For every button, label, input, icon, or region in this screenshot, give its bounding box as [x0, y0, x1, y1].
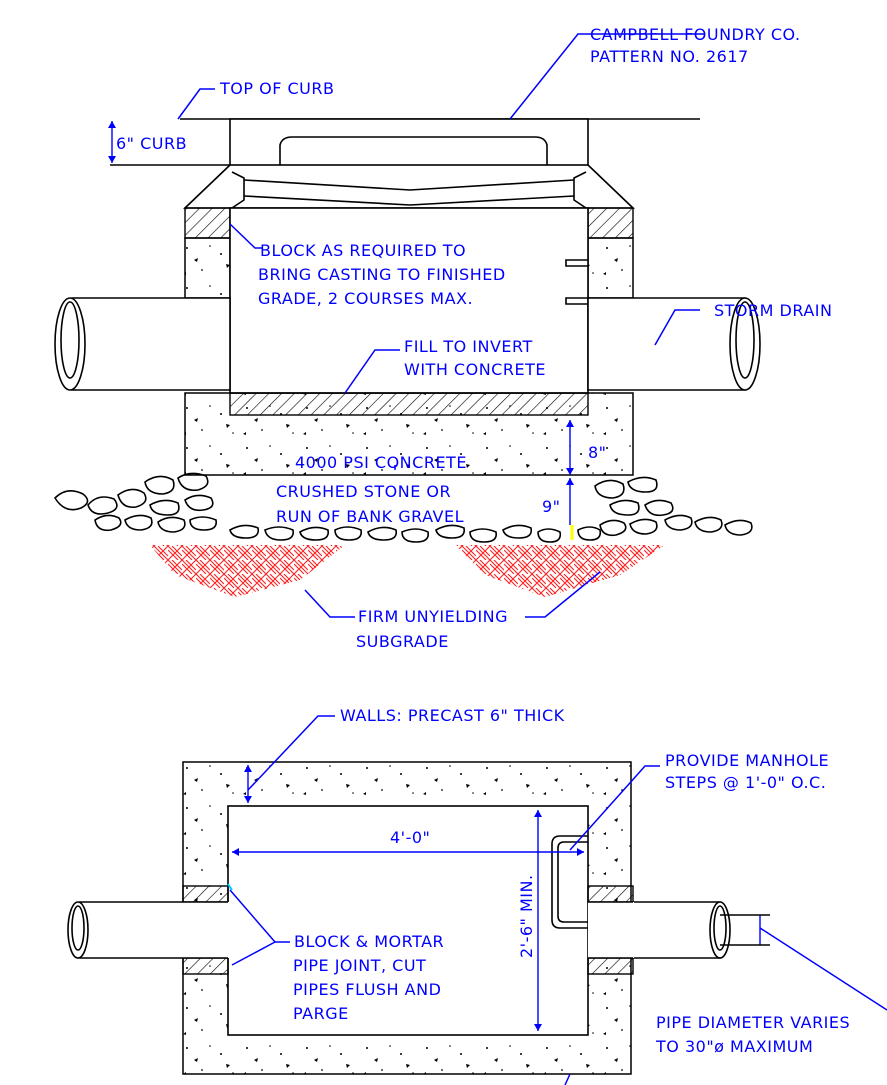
- block-label-line3: GRADE, 2 COURSES MAX.: [258, 289, 473, 308]
- width-label: 4'-0": [390, 828, 430, 847]
- block-label-line1: BLOCK AS REQUIRED TO: [260, 241, 466, 260]
- top-of-curb-label: TOP OF CURB: [219, 79, 334, 98]
- joint-label-line2: PIPE JOINT, CUT: [293, 956, 426, 975]
- section-view: [53, 33, 761, 618]
- subgrade-hatch: [150, 545, 665, 597]
- joint-label-line3: PIPES FLUSH AND: [293, 980, 441, 999]
- stone-label-line2: RUN OF BANK GRAVEL: [276, 507, 464, 526]
- stone-label-line1: CRUSHED STONE OR: [276, 482, 451, 501]
- pipe-label-line2: TO 30"ø MAXIMUM: [655, 1037, 813, 1056]
- plan-view: [67, 715, 887, 1085]
- concrete-label: 4000 PSI CONCRETE: [295, 453, 467, 472]
- joint-label-line1: BLOCK & MORTAR: [294, 932, 444, 951]
- subgrade-label-line2: SUBGRADE: [356, 632, 449, 651]
- pipe-label-line1: PIPE DIAMETER VARIES: [656, 1013, 850, 1032]
- fill-label-line1: FILL TO INVERT: [404, 337, 533, 356]
- dim-8-label: 8": [588, 443, 607, 462]
- steps-label-line2: STEPS @ 1'-0" O.C.: [665, 773, 826, 792]
- casting-label-line1: CAMPBELL FOUNDRY CO.: [590, 25, 801, 44]
- fill-label-line2: WITH CONCRETE: [404, 360, 546, 379]
- walls-label: WALLS: PRECAST 6" THICK: [340, 706, 565, 725]
- subgrade-label-line1: FIRM UNYIELDING: [358, 607, 508, 626]
- block-label-line2: BRING CASTING TO FINISHED: [258, 265, 506, 284]
- joint-label-line4: PARGE: [293, 1004, 349, 1023]
- dim-9-label: 9": [542, 497, 561, 516]
- labels: CAMPBELL FOUNDRY CO. PATTERN NO. 2617 TO…: [116, 25, 850, 1056]
- steps-label-line1: PROVIDE MANHOLE: [665, 751, 829, 770]
- curb-label: 6" CURB: [116, 134, 187, 153]
- storm-drain-label: STORM DRAIN: [714, 301, 832, 320]
- casting-label-line2: PATTERN NO. 2617: [590, 47, 749, 66]
- gravel-fill: [53, 472, 753, 543]
- depth-label: 2'-6" MIN.: [517, 874, 536, 958]
